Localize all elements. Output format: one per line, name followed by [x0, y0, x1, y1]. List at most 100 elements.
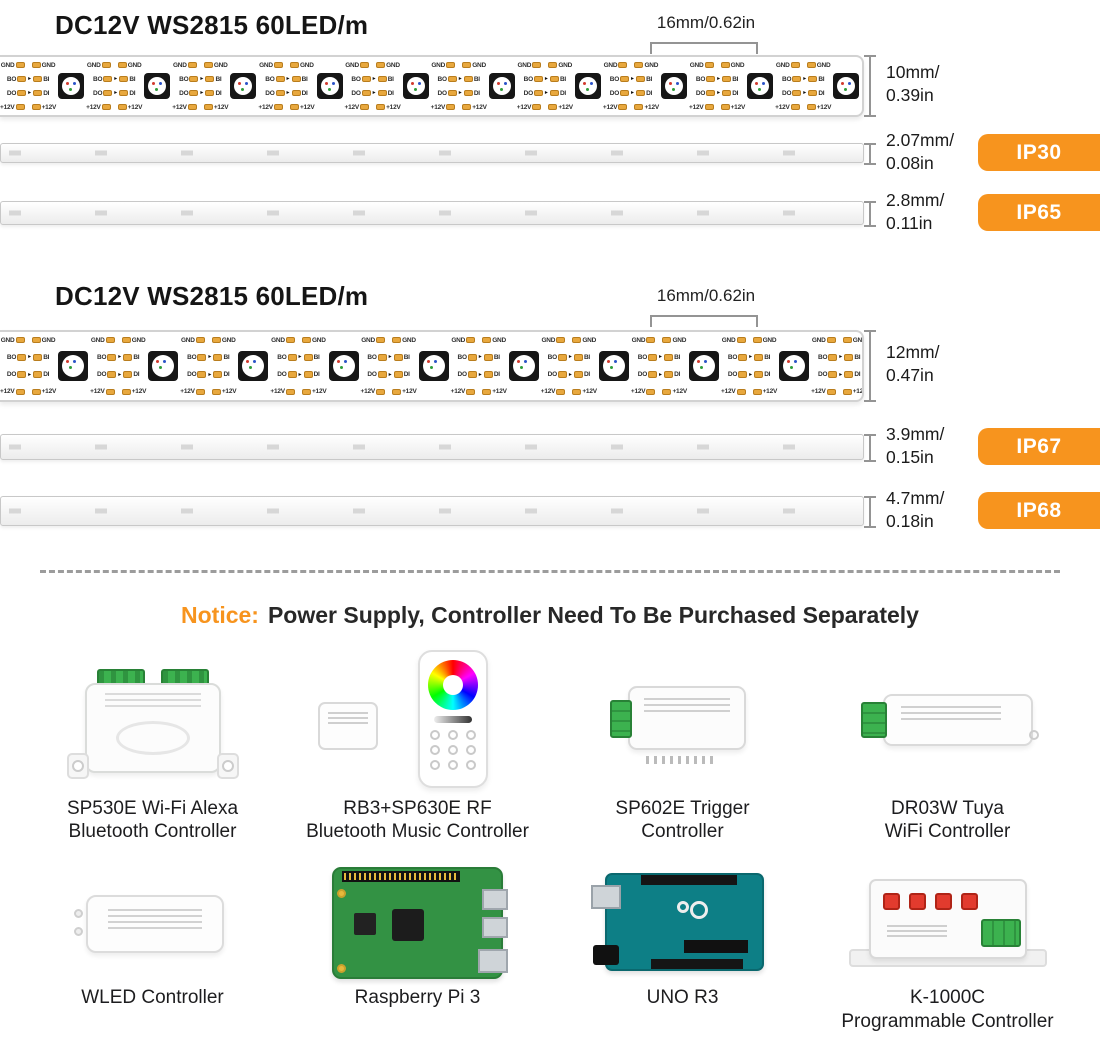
- ethernet-port: [478, 949, 508, 973]
- solder-pad-row: BO▸BI: [265, 75, 308, 83]
- solder-pad-row: BO▸BI: [351, 75, 394, 83]
- rb3-sp630e-image: [308, 650, 528, 790]
- solder-pad-row: BO▸BI: [6, 353, 50, 361]
- color-wheel: [427, 660, 478, 711]
- strip-profile-ip68: [0, 496, 864, 526]
- notice-text: Notice:Power Supply, Controller Need To …: [0, 602, 1100, 629]
- solder-pad-row: BO▸BI: [277, 353, 320, 361]
- solder-pad-row: DO▸DI: [351, 89, 394, 97]
- section2-pitch-label: 16mm/0.62in: [656, 286, 756, 305]
- led-chip: [661, 73, 687, 99]
- section1-title: DC12V WS2815 60LED/m: [55, 10, 369, 40]
- usb-port: [591, 885, 621, 909]
- product-name: K-1000C Programmable Controller: [841, 987, 1054, 1032]
- solder-pad-row: BO▸BI: [6, 75, 50, 83]
- ip-rating-badge: IP67: [978, 428, 1100, 465]
- led-chip: [328, 351, 359, 381]
- remote-button: [429, 760, 440, 771]
- solder-pad-row: +12V+12V: [258, 103, 315, 111]
- solder-pad-row: DO▸DI: [6, 371, 50, 379]
- sp530e-controller-image: [63, 657, 243, 783]
- pin-row: [645, 756, 716, 765]
- button-row: [882, 893, 978, 910]
- raspberry-pi-image: [330, 865, 508, 981]
- product-card: DR03W Tuya WiFi Controller: [815, 648, 1080, 844]
- solder-pad-row: DO▸DI: [457, 371, 500, 379]
- product-card: Raspberry Pi 3: [285, 864, 550, 1040]
- remote-button: [429, 730, 440, 741]
- solder-pad-row: +12V+12V: [450, 388, 507, 396]
- reset-button: [1028, 730, 1039, 741]
- notice-prefix: Notice:: [181, 602, 259, 628]
- strip-profile-ip67: [0, 434, 864, 460]
- product-name: RB3+SP630E RF Bluetooth Music Controller: [306, 797, 529, 843]
- led-chip: [144, 73, 171, 99]
- led-chip: [598, 351, 629, 381]
- solder-pad-row: BO▸BI: [92, 75, 136, 83]
- product-card: SP530E Wi-Fi Alexa Bluetooth Controller: [20, 648, 285, 844]
- dim-in: 0.18in: [886, 511, 934, 532]
- solder-pad-row: DO▸DI: [523, 89, 567, 97]
- green-terminal: [980, 919, 1021, 947]
- power-jack: [593, 945, 619, 965]
- mount-hole: [337, 889, 346, 898]
- k1000c-controller-image: [843, 869, 1053, 977]
- solder-pad-row: DO▸DI: [695, 89, 739, 97]
- label-print: [900, 706, 1001, 723]
- solder-pad-row: DO▸DI: [637, 371, 681, 379]
- led-chip: [779, 351, 810, 381]
- product-name: Raspberry Pi 3: [354, 987, 481, 1008]
- label-print: [643, 698, 730, 715]
- solder-pad-row: +12V+12V: [0, 103, 57, 111]
- mount-hole: [337, 964, 346, 973]
- section2-title: DC12V WS2815 60LED/m: [55, 281, 369, 311]
- product-name: DR03W Tuya WiFi Controller: [884, 797, 1011, 843]
- oval-button: [115, 721, 190, 756]
- solder-pad-row: +12V+12V: [90, 388, 147, 396]
- solder-pad-row: BO▸BI: [781, 75, 825, 83]
- dim-in: 0.11in: [886, 213, 933, 234]
- led-chip: [689, 351, 719, 381]
- led-chip: [58, 73, 85, 99]
- solder-pad-row: +12V+12V: [721, 388, 778, 396]
- ram-chip: [354, 913, 376, 935]
- remote-button: [447, 745, 458, 756]
- green-terminal: [609, 700, 632, 739]
- dashed-divider: [40, 570, 1060, 573]
- solder-pad-row: +12V+12V: [172, 103, 229, 111]
- led-chip: [574, 73, 601, 99]
- solder-pad-row: BO▸BI: [457, 353, 500, 361]
- pin-header: [641, 875, 737, 885]
- solder-pad-row: DO▸DI: [187, 371, 230, 379]
- solder-pad-row: +12V+12V: [516, 103, 573, 111]
- solder-pad-row: +12V+12V: [602, 103, 659, 111]
- controller-body: [627, 686, 746, 751]
- brightness-slider: [433, 716, 472, 724]
- product-name: SP602E Trigger Controller: [615, 797, 750, 843]
- remote-button: [465, 760, 476, 771]
- thickness-bracket: [864, 201, 876, 227]
- soc-chip: [392, 909, 424, 941]
- dim-in: 0.08in: [886, 153, 934, 174]
- label-print: [886, 925, 947, 939]
- solder-pad-row: DO▸DI: [437, 89, 480, 97]
- remote-buttons: [426, 730, 480, 771]
